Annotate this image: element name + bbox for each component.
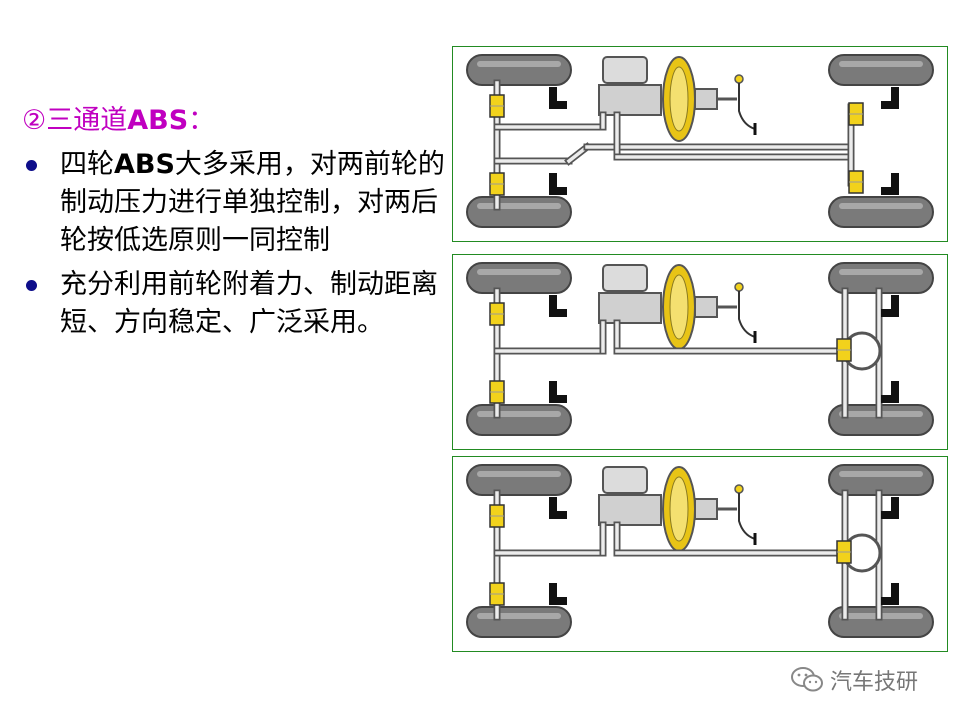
bullet-part: 大多采用，对两前轮的制动压力进行单独控制，对两后轮按低选原则一同控制 (60, 149, 445, 256)
bullet-text: 四轮ABS大多采用，对两前轮的制动压力进行单独控制，对两后轮按低选原则一同控制 (60, 146, 454, 260)
bullet-part-bold: ABS (114, 149, 175, 180)
abs-diagram-independent (452, 46, 948, 242)
bullet-part: 四轮 (60, 149, 114, 180)
abs-diagram-shared-rear-1 (452, 254, 948, 450)
bullet-text: 充分利用前轮附着力、制动距离短、方向稳定、广泛采用。 (60, 266, 454, 342)
brake-layout-svg (466, 464, 934, 638)
bullet-dot-icon (26, 280, 37, 291)
bullet-part: 充分利用前轮附着力、制动距离短、方向稳定、广泛采用。 (60, 269, 438, 338)
watermark-text: 汽车技研 (830, 670, 919, 695)
brake-layout-svg (466, 262, 934, 436)
bullet-list: 四轮ABS大多采用，对两前轮的制动压力进行单独控制，对两后轮按低选原则一同控制 … (22, 146, 454, 348)
heading-prefix: 三通道 (46, 105, 128, 136)
watermark: 汽车技研 (790, 664, 918, 696)
brake-layout-svg (466, 54, 934, 228)
wechat-icon (791, 667, 823, 692)
abs-diagram-shared-rear-2 (452, 456, 948, 652)
section-heading: ②三通道ABS： (22, 98, 215, 137)
heading-abs: ABS (127, 105, 189, 136)
bullet-item: 充分利用前轮附着力、制动距离短、方向稳定、广泛采用。 (22, 266, 454, 342)
heading-colon: ： (188, 105, 216, 136)
bullet-dot-icon (26, 160, 37, 171)
bullet-item: 四轮ABS大多采用，对两前轮的制动压力进行单独控制，对两后轮按低选原则一同控制 (22, 146, 454, 260)
heading-circled-number: ② (22, 105, 47, 136)
